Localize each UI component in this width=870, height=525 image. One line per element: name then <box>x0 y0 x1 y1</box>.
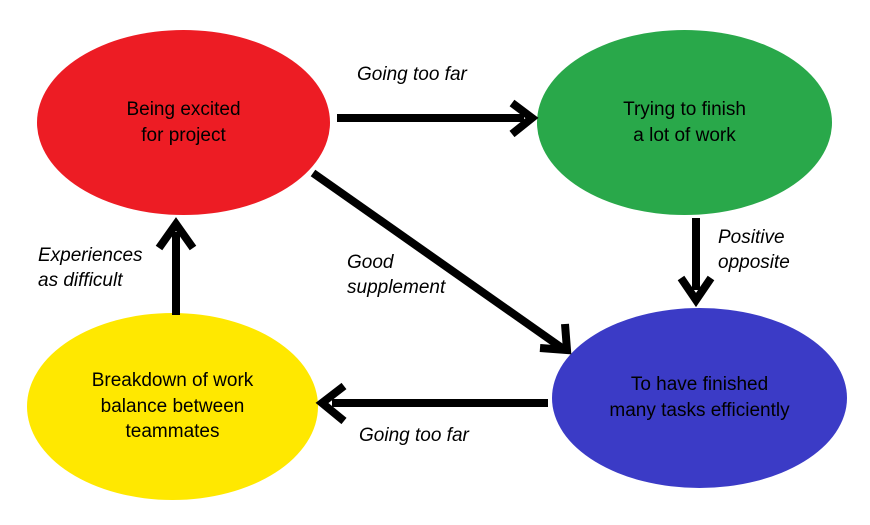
arrow-efficient-to-breakdown <box>315 382 548 425</box>
edge-label-going-too-far-bottom: Going too far <box>359 425 469 446</box>
arrow-breakdown-to-excited <box>155 217 197 315</box>
edge-label-positive-opposite: Positive opposite <box>718 227 790 274</box>
arrow-excited-to-finish <box>337 99 539 138</box>
node-label-to-have-finished: To have finished many tasks efficiently <box>609 374 790 421</box>
edge-label-experiences-as-difficult: Experiences as difficult <box>38 245 143 292</box>
arrow-finish-to-efficient <box>677 218 715 308</box>
edge-label-going-too-far-top: Going too far <box>357 64 467 85</box>
node-being-excited-for-project[interactable]: Being excited for project <box>37 30 330 215</box>
edge-label-good-supplement: Good supplement <box>347 252 446 299</box>
node-to-have-finished-many-tasks[interactable]: To have finished many tasks efficiently <box>552 308 847 488</box>
node-label-breakdown: Breakdown of work balance between teamma… <box>91 370 254 443</box>
node-label-being-excited: Being excited for project <box>126 98 241 146</box>
node-trying-to-finish-a-lot-of-work[interactable]: Trying to finish a lot of work <box>537 30 832 215</box>
node-label-trying-to-finish: Trying to finish a lot of work <box>623 98 746 146</box>
node-breakdown-of-work-balance[interactable]: Breakdown of work balance between teamma… <box>27 313 318 500</box>
